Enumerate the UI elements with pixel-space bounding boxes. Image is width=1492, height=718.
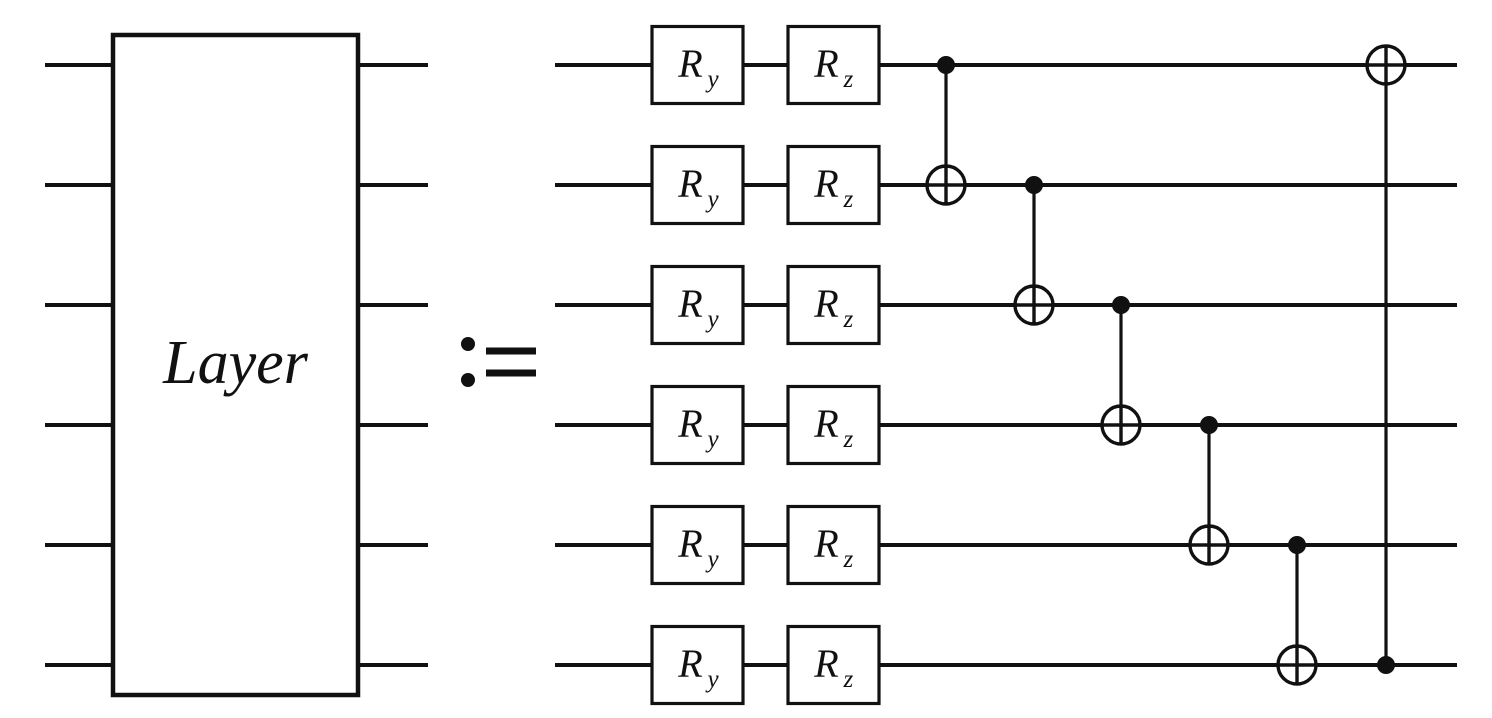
gate-box[interactable] bbox=[650, 144, 745, 226]
gate-box[interactable] bbox=[786, 624, 881, 706]
gate-symbol-r: R bbox=[677, 281, 702, 326]
gate-symbol-r: R bbox=[677, 521, 702, 566]
gate-box[interactable] bbox=[650, 504, 745, 586]
gate-symbol-r: R bbox=[677, 161, 702, 206]
gate-box[interactable] bbox=[650, 384, 745, 466]
gate-box[interactable] bbox=[786, 264, 881, 346]
cnot-control-dot[interactable] bbox=[1200, 416, 1218, 434]
gate-symbol-r: R bbox=[677, 401, 702, 446]
gate-box[interactable] bbox=[650, 24, 745, 106]
gate-subscript-y: y bbox=[705, 66, 720, 93]
gate-subscript-z: z bbox=[843, 666, 854, 693]
gate-subscript-z: z bbox=[843, 306, 854, 333]
layer-block-group: Layer bbox=[45, 32, 428, 698]
cnot-control-dot[interactable] bbox=[1025, 176, 1043, 194]
cnot-control-dot[interactable] bbox=[937, 56, 955, 74]
layer-box-label: Layer bbox=[162, 329, 309, 397]
cnot-q2-q3[interactable] bbox=[1100, 296, 1142, 446]
colon-dot-top bbox=[461, 337, 475, 351]
gate-subscript-z: z bbox=[843, 66, 854, 93]
cnot-control-dot[interactable] bbox=[1288, 536, 1306, 554]
gate-box[interactable] bbox=[786, 504, 881, 586]
gate-box[interactable] bbox=[786, 24, 881, 106]
colon-dot-bottom bbox=[461, 373, 475, 387]
cnot-q1-q2[interactable] bbox=[1013, 176, 1055, 326]
gate-box[interactable] bbox=[786, 384, 881, 466]
gate-subscript-z: z bbox=[843, 546, 854, 573]
layer-box[interactable] bbox=[110, 32, 361, 698]
gate-symbol-r: R bbox=[813, 281, 838, 326]
gate-symbol-r: R bbox=[677, 41, 702, 86]
gate-symbol-r: R bbox=[813, 521, 838, 566]
cnot-q0-q1[interactable] bbox=[925, 56, 967, 206]
cnot-control-dot[interactable] bbox=[1377, 656, 1395, 674]
gate-subscript-y: y bbox=[705, 666, 720, 693]
gate-subscript-y: y bbox=[705, 546, 720, 573]
gate-box[interactable] bbox=[650, 624, 745, 706]
gate-symbol-r: R bbox=[677, 641, 702, 686]
cnot-q4-q5[interactable] bbox=[1276, 536, 1318, 686]
gate-symbol-r: R bbox=[813, 641, 838, 686]
gate-subscript-z: z bbox=[843, 186, 854, 213]
gate-box[interactable] bbox=[786, 144, 881, 226]
cnot-control-dot[interactable] bbox=[1112, 296, 1130, 314]
definition-symbol: := bbox=[461, 337, 536, 387]
gate-symbol-r: R bbox=[813, 161, 838, 206]
cnot-q5-q0[interactable] bbox=[1365, 44, 1407, 674]
gate-subscript-y: y bbox=[705, 306, 720, 333]
gate-subscript-y: y bbox=[705, 426, 720, 453]
gate-symbol-r: R bbox=[813, 41, 838, 86]
gate-box[interactable] bbox=[650, 264, 745, 346]
cnot-q3-q4[interactable] bbox=[1188, 416, 1230, 566]
gate-symbol-r: R bbox=[813, 401, 838, 446]
gate-subscript-y: y bbox=[705, 186, 720, 213]
gate-subscript-z: z bbox=[843, 426, 854, 453]
